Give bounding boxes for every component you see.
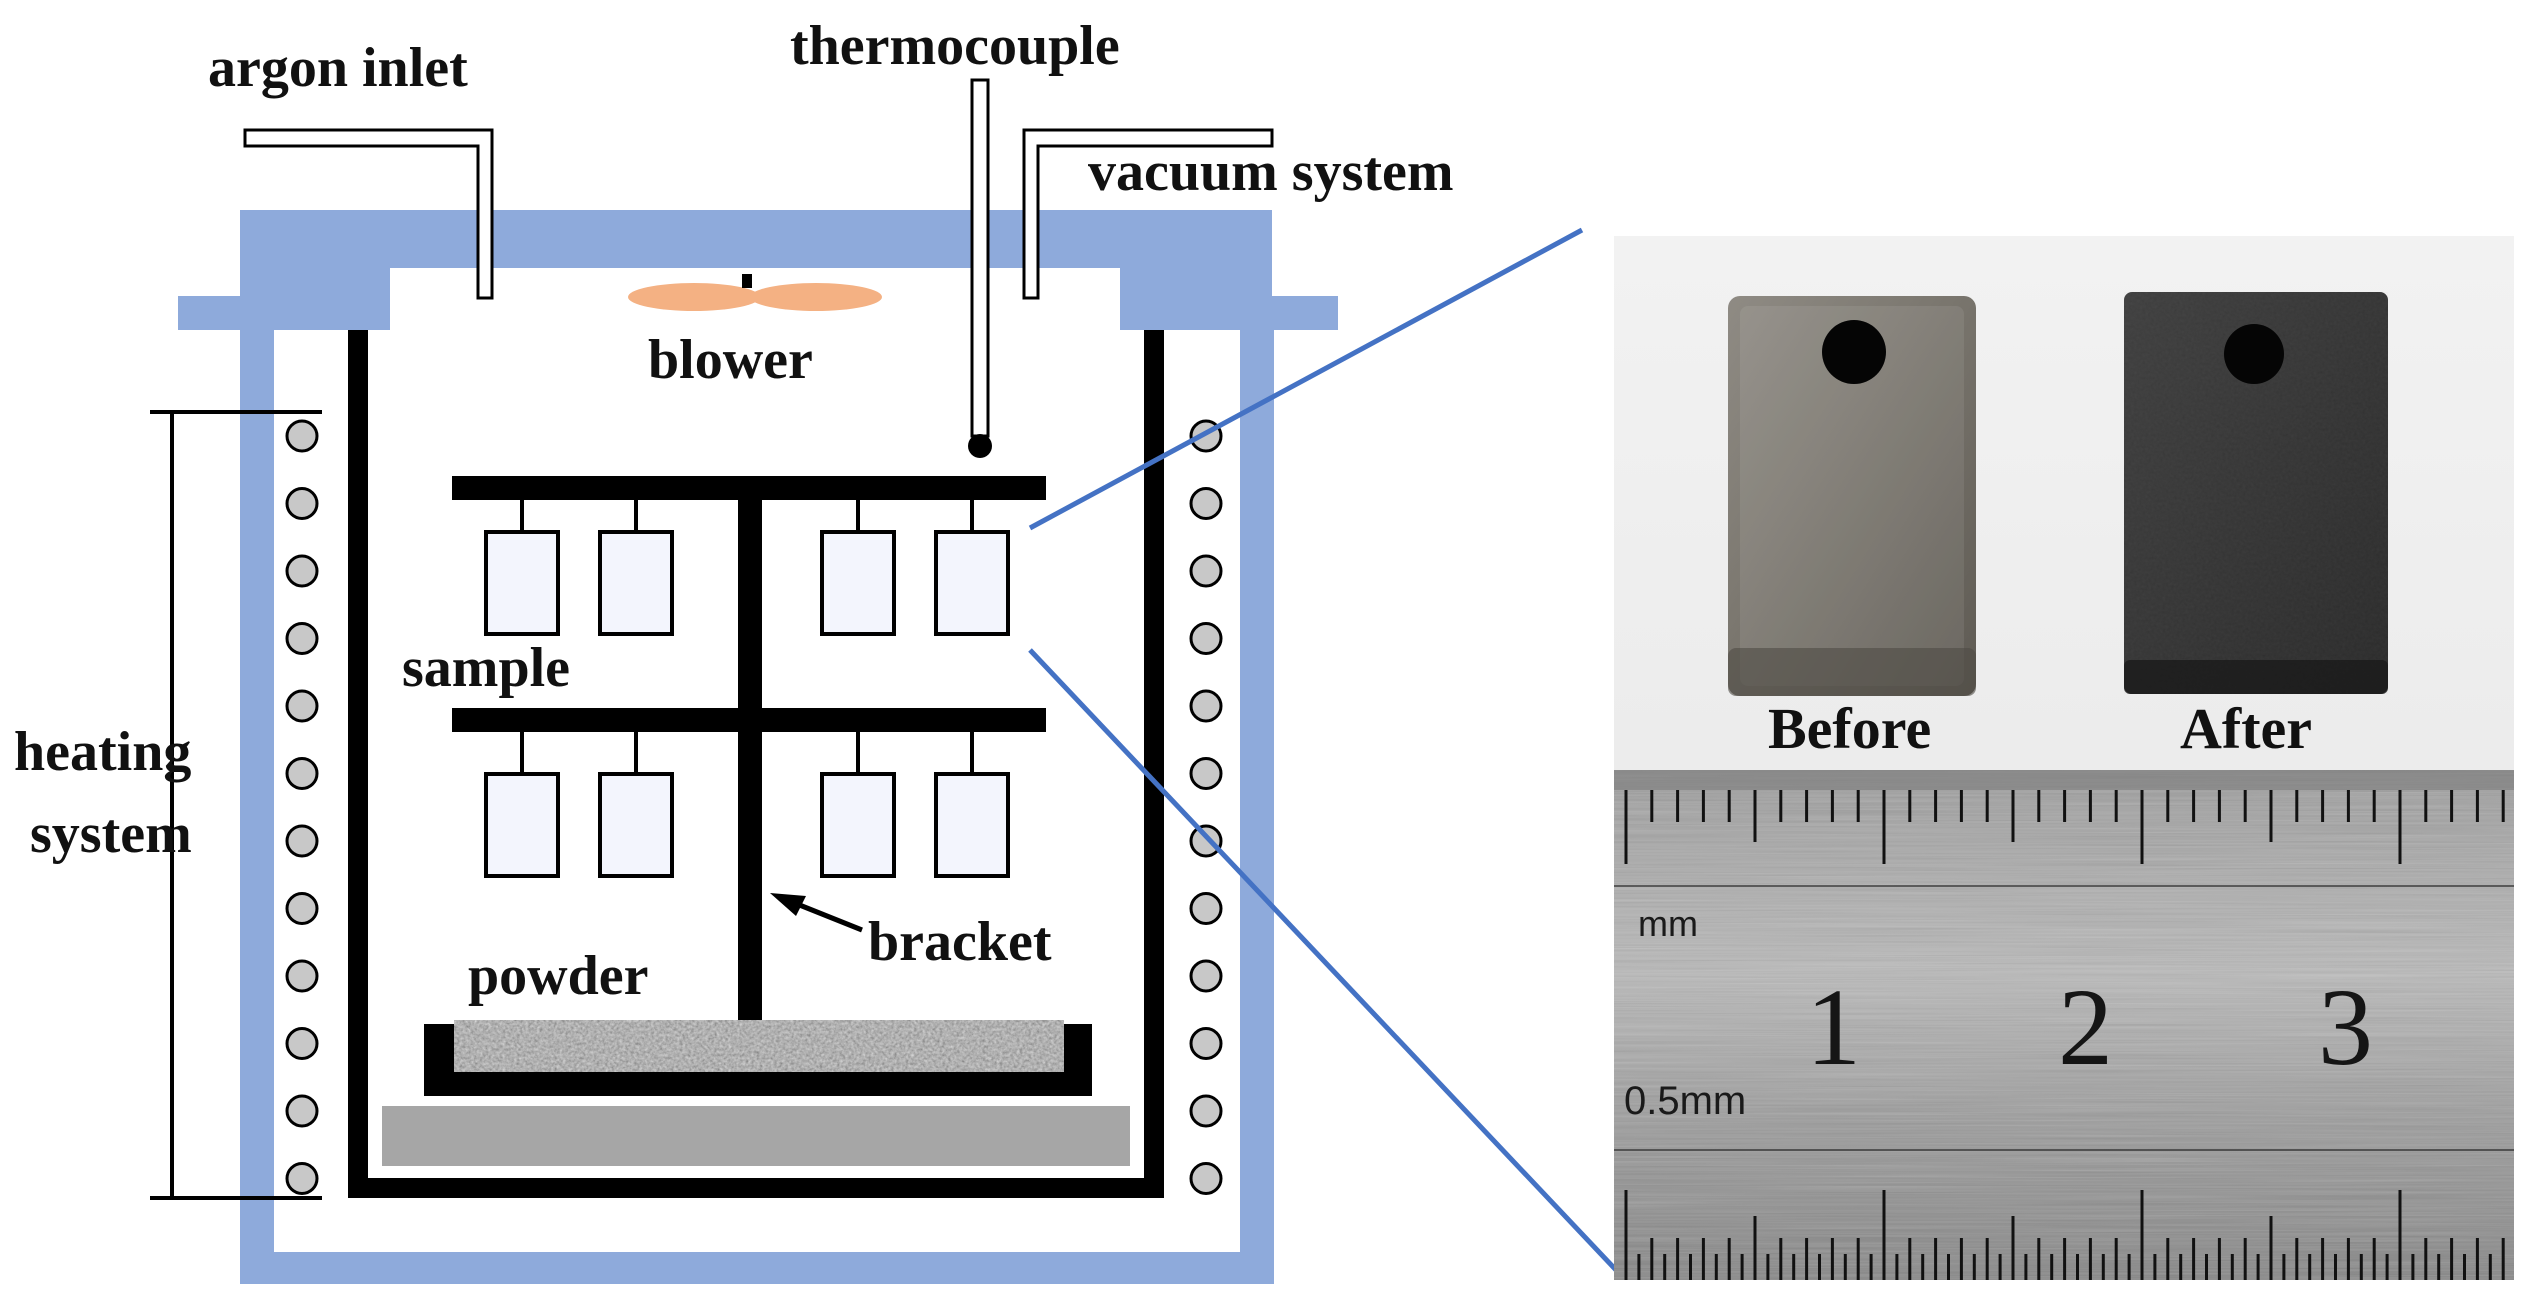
heating-coil [1189, 1162, 1223, 1195]
heating-coil [285, 419, 319, 453]
heating-coils-right [1189, 419, 1223, 1195]
heating-coil [285, 959, 319, 993]
ruler-unit-mm: mm [1638, 903, 1698, 944]
ruler-number-2: 2 [2058, 966, 2113, 1088]
ruler-number-1: 1 [1806, 966, 1861, 1088]
samples-group [484, 500, 1010, 878]
lid-collar-right [1120, 268, 1272, 298]
heating-coil [285, 554, 319, 588]
inner-chamber [348, 330, 1164, 1198]
shell-wall-left [240, 330, 274, 1284]
heating-coil [285, 1162, 319, 1195]
thermocouple-label: thermocouple [790, 15, 1120, 77]
ruler-ticks-top [1624, 790, 2505, 864]
heating-coil [285, 757, 319, 790]
lid-collar-left [240, 268, 390, 298]
sample-block [484, 530, 560, 636]
heating-coils-left [285, 419, 319, 1195]
blower-fan [628, 274, 882, 311]
chamber-floor [348, 1178, 1164, 1198]
sample-block [934, 530, 1010, 636]
sample-hole-after [2224, 324, 2284, 384]
heating-coil [285, 622, 319, 655]
diagram-labels: argon inlet thermocouple vacuum system b… [14, 15, 1454, 1007]
system-label: system [30, 803, 192, 865]
powder-texture [454, 1020, 1064, 1072]
heating-coil [1189, 892, 1223, 925]
heating-coil [1189, 1027, 1223, 1060]
sample-block [598, 772, 674, 878]
base-plate [382, 1106, 1130, 1166]
sample-hole-before [1822, 320, 1886, 384]
heating-coil [1189, 554, 1223, 588]
furnace-lid [240, 210, 1272, 268]
vacuum-system-pipe [1022, 128, 1274, 300]
heating-coil [285, 1094, 319, 1128]
sample-block [934, 772, 1010, 878]
heating-coil [1189, 959, 1223, 993]
sample-after [2124, 292, 2388, 694]
sample-before [1728, 296, 1976, 696]
heating-coil [1189, 757, 1223, 790]
lid-flange-right [1120, 296, 1338, 330]
shell-wall-right [1240, 330, 1274, 1284]
bracket-post [738, 500, 762, 1020]
thermocouple-tip [968, 434, 992, 458]
argon-inlet-label: argon inlet [208, 37, 468, 99]
vacuum-system-label: vacuum system [1088, 141, 1454, 203]
zoom-callout-lines [1028, 227, 1618, 1272]
bracket-upper-arm [452, 476, 1046, 500]
heating-coil [1189, 622, 1223, 655]
sample-bracket [452, 476, 1046, 1020]
ruler-unit-half-mm: 0.5mm [1624, 1079, 1746, 1123]
argon-inlet-pipe [243, 128, 494, 300]
sample-label: sample [402, 637, 570, 699]
heating-label: heating [14, 721, 191, 783]
sample-block [484, 772, 560, 878]
lid-flange-left [178, 296, 390, 330]
shell-bottom [240, 1252, 1274, 1284]
ruler-number-3: 3 [2318, 966, 2373, 1088]
heating-coil [285, 1027, 319, 1060]
steel-ruler: mm 0.5mm 1 2 3 [1614, 770, 2514, 1280]
bracket-label: bracket [868, 911, 1052, 973]
heating-coil [285, 487, 319, 520]
heating-coil [1189, 487, 1223, 520]
sample-block [820, 530, 896, 636]
sample-block [598, 530, 674, 636]
blower-label: blower [648, 329, 813, 391]
heating-system-bracket [150, 410, 322, 1200]
furnace-shell [178, 210, 1338, 1284]
ruler-ticks-bottom [1624, 1190, 2505, 1280]
sample-photo: Before After mm 0.5mm 1 2 3 [1614, 236, 2514, 1280]
heating-coil [1189, 1094, 1223, 1128]
powder-label: powder [468, 945, 648, 1007]
heating-coil [285, 892, 319, 925]
chamber-wall-left [348, 330, 368, 1198]
chamber-wall-right [1144, 330, 1164, 1198]
heating-coil [1189, 824, 1223, 858]
heating-coil [285, 689, 319, 723]
thermocouple-probe [968, 78, 992, 458]
heating-coil [285, 824, 319, 858]
powder-crucible [382, 1020, 1130, 1166]
heating-coil [1189, 689, 1223, 723]
before-label: Before [1768, 696, 1931, 761]
bracket-pointer-arrow [770, 893, 863, 933]
sample-block [820, 772, 896, 878]
after-label: After [2180, 696, 2312, 761]
